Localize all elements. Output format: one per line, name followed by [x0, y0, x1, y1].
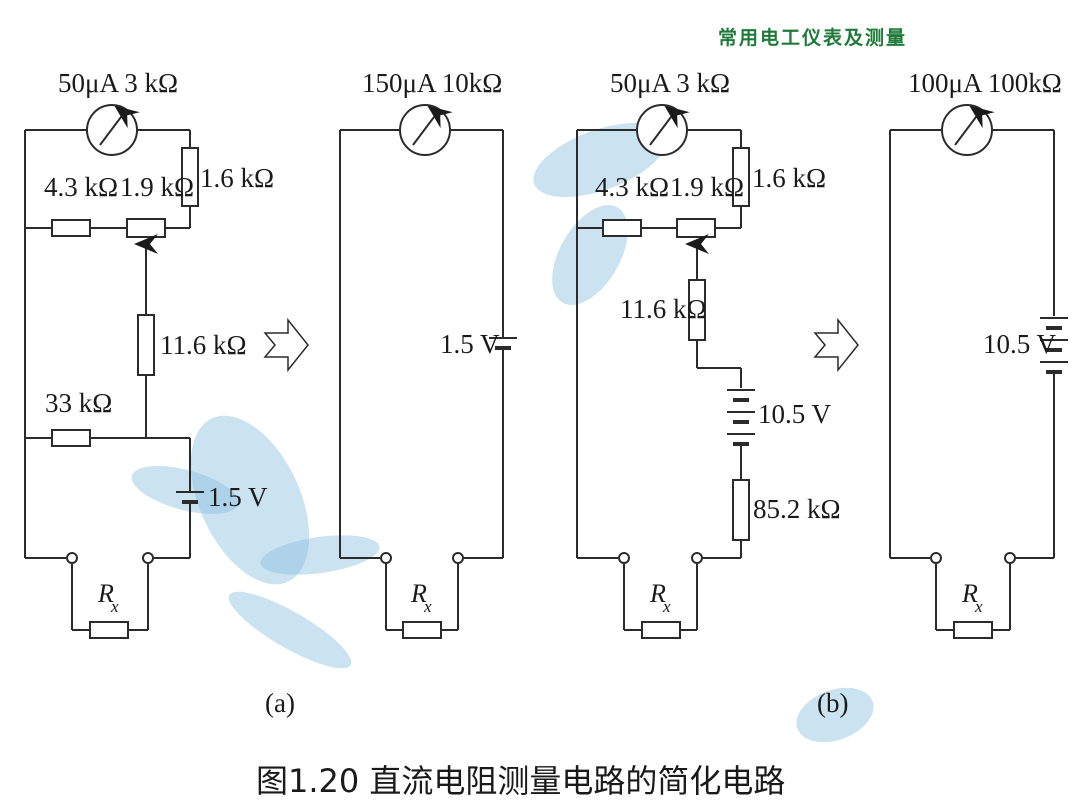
watermark-logo — [131, 123, 874, 743]
resistor-rx — [953, 621, 993, 639]
r4-label: 11.6 kΩ — [620, 294, 707, 324]
r1-label: 4.3 kΩ — [595, 172, 669, 202]
resistor-33k — [51, 429, 91, 447]
meter-label: 50μA 3 kΩ — [58, 68, 178, 98]
resistor-rx — [641, 621, 681, 639]
rx-subscript: x — [423, 597, 432, 616]
rx-subscript: x — [662, 597, 671, 616]
r3-label: 1.6 kΩ — [200, 163, 274, 193]
rx-label: R — [410, 579, 427, 608]
terminal-icon — [142, 552, 154, 564]
terminal-icon — [691, 552, 703, 564]
resistor-85-2k — [732, 479, 750, 541]
r2-label: 1.9 kΩ — [670, 172, 744, 202]
resistor-4-3k — [51, 219, 91, 237]
r3-label: 1.6 kΩ — [752, 163, 826, 193]
terminal-icon — [618, 552, 630, 564]
r5-label: 33 kΩ — [45, 388, 112, 418]
terminal-icon — [1004, 552, 1016, 564]
resistor-11-6k — [137, 314, 155, 376]
right-arrow-icon — [263, 317, 309, 373]
rx-subscript: x — [110, 597, 119, 616]
figure-label-a: (a) — [265, 688, 295, 718]
rx-subscript: x — [974, 597, 983, 616]
figure-caption: 图1.20 直流电阻测量电路的简化电路 — [256, 762, 785, 800]
rx-label: R — [97, 579, 114, 608]
battery-label: 1.5 V — [440, 329, 500, 359]
meter-label: 50μA 3 kΩ — [610, 68, 730, 98]
rx-label: R — [961, 579, 978, 608]
r1-label: 4.3 kΩ — [44, 172, 118, 202]
meter-label: 150μA 10kΩ — [362, 68, 502, 98]
terminal-icon — [380, 552, 392, 564]
resistor-rx — [89, 621, 129, 639]
resistor-4-3k — [602, 219, 642, 237]
r5-label: 85.2 kΩ — [753, 494, 841, 524]
terminal-icon — [930, 552, 942, 564]
figure-label-b: (b) — [817, 688, 848, 718]
r4-label: 11.6 kΩ — [160, 330, 247, 360]
circuit-b-left: 50μA 3 kΩ 1.6 kΩ 4.3 kΩ 1.9 kΩ 11.6 kΩ 1… — [576, 68, 841, 639]
circuit-a-right: 150μA 10kΩ 1.5 V R x — [339, 68, 517, 639]
resistor-1-9k — [126, 218, 166, 238]
battery-label: 10.5 V — [758, 399, 832, 429]
header-title: 常用电工仪表及测量 — [718, 26, 907, 49]
r2-label: 1.9 kΩ — [120, 172, 194, 202]
resistor-1-9k — [676, 218, 716, 238]
circuit-b-right: 100μA 100kΩ 10.5 V R x — [889, 68, 1068, 639]
battery-label: 1.5 V — [208, 482, 268, 512]
terminal-icon — [452, 552, 464, 564]
terminal-icon — [66, 552, 78, 564]
battery-label: 10.5 V — [983, 329, 1057, 359]
rx-label: R — [649, 579, 666, 608]
circuit-a-left: 50μA 3 kΩ 1.6 kΩ 4.3 kΩ 1.9 kΩ 11.6 kΩ 3… — [24, 68, 274, 639]
resistor-rx — [402, 621, 442, 639]
meter-label: 100μA 100kΩ — [908, 68, 1062, 98]
right-arrow-icon — [813, 317, 859, 373]
